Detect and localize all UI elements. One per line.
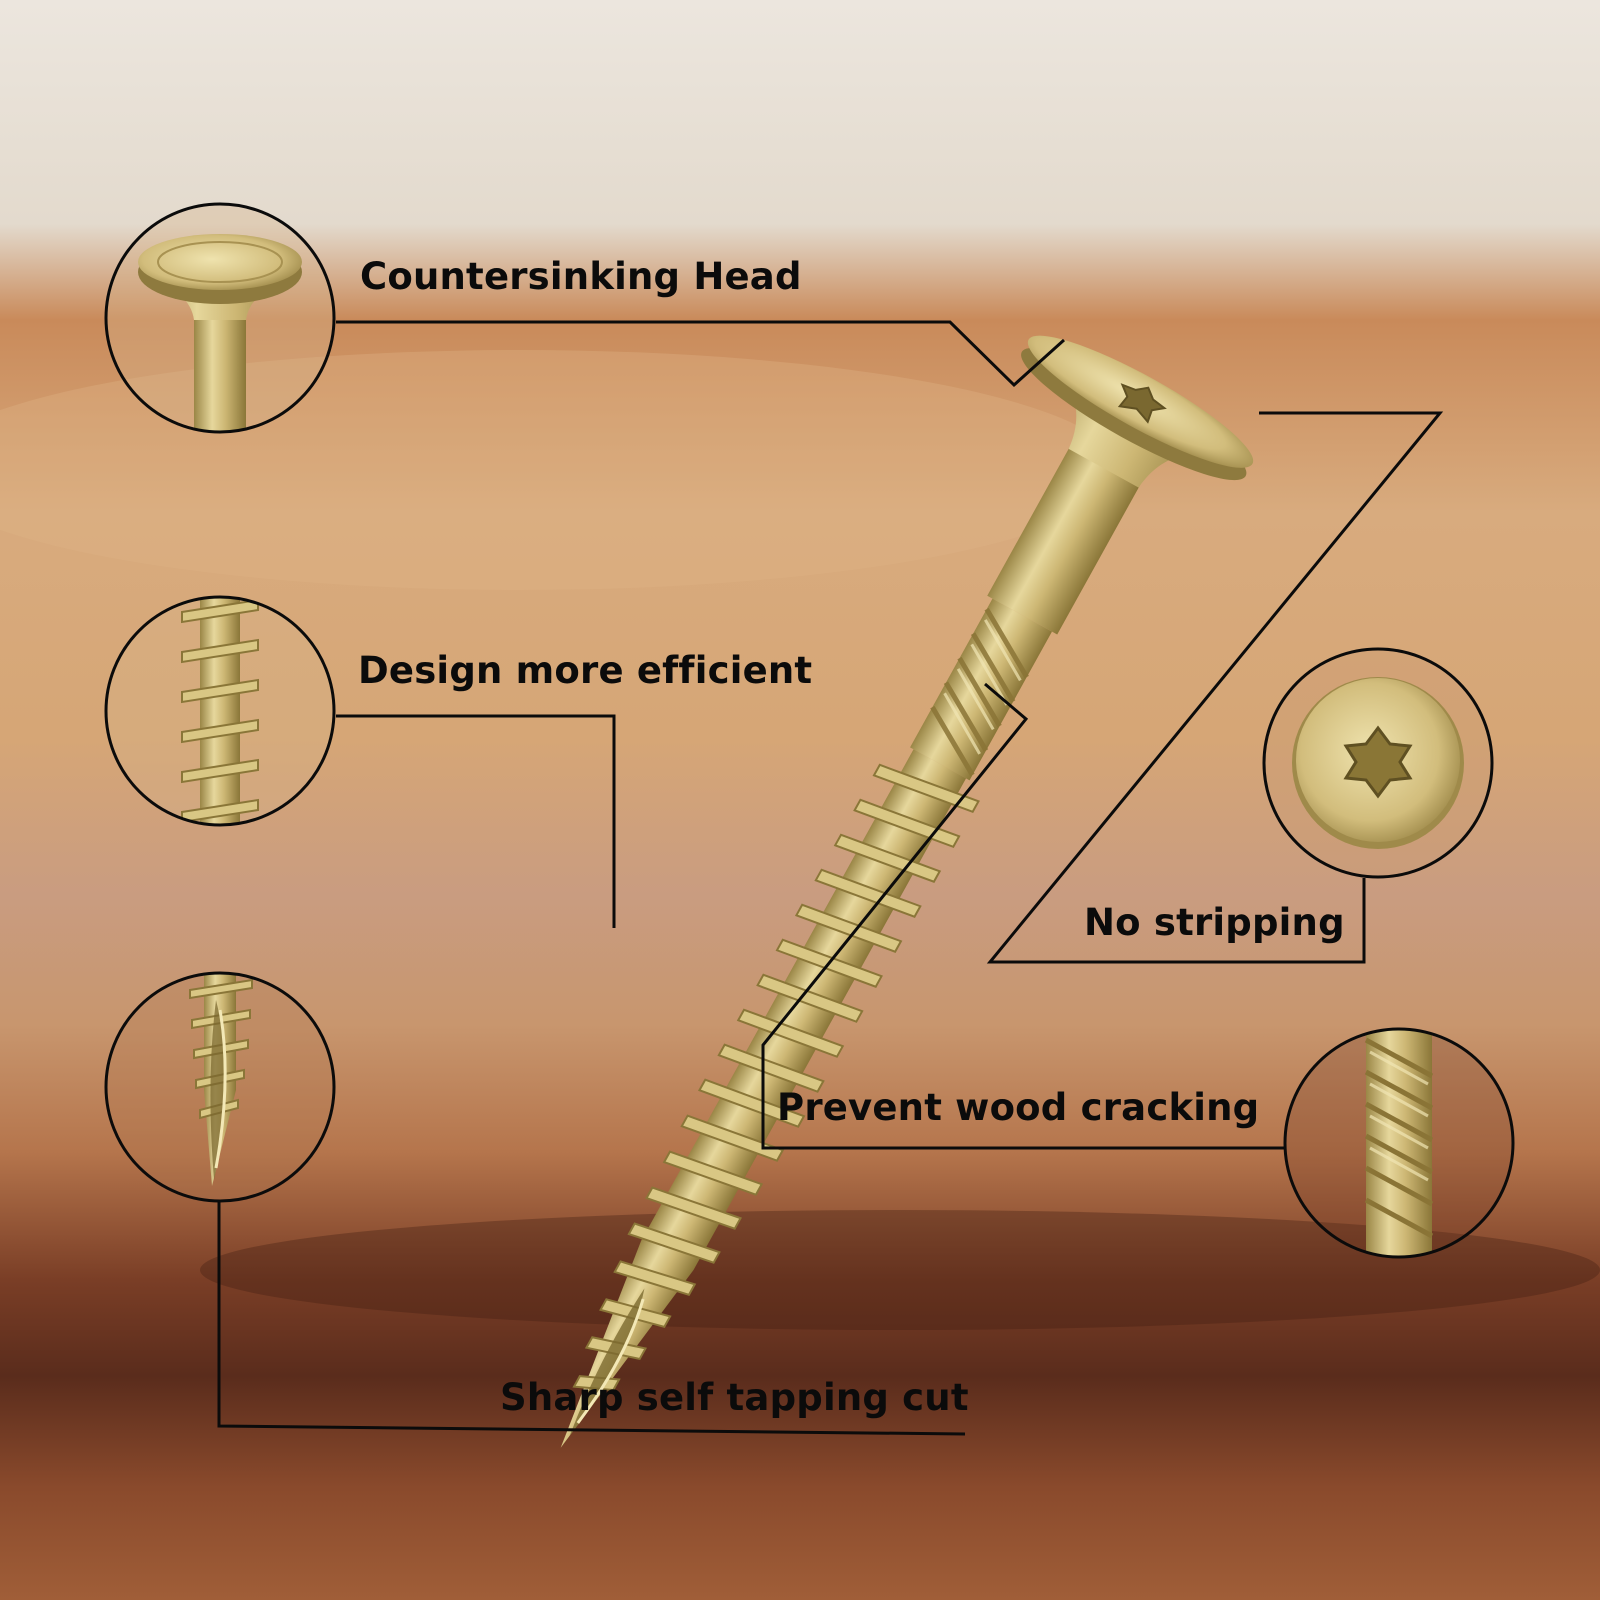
leader-crack (761, 682, 1284, 1150)
thread-icon (200, 597, 240, 825)
screw-cutter-zone (910, 598, 1052, 781)
background-blur-highlight (0, 350, 1120, 590)
leader-strip (986, 411, 1444, 964)
screw-threads (572, 763, 980, 1392)
label-no-stripping: No stripping (1084, 901, 1345, 944)
label-prevent-wood-cracking: Prevent wood cracking (777, 1086, 1260, 1129)
leader-design (336, 714, 616, 928)
detail-circle-design (104, 595, 336, 827)
detail-circle-torx (1262, 647, 1494, 879)
torx-recess (1117, 383, 1167, 424)
cutter-grooves (930, 607, 1029, 777)
label-countersinking-head: Countersinking Head (360, 255, 802, 298)
label-design-more-efficient: Design more efficient (358, 649, 813, 692)
leader-head (336, 320, 1066, 388)
detail-circle-tip (104, 971, 336, 1203)
background-blur-shadow (200, 1210, 1600, 1330)
countersink-head-icon (194, 300, 246, 432)
detail-circle-head (104, 202, 336, 434)
screw-tip-slot (569, 1288, 645, 1436)
label-sharp-self-tapping-cut: Sharp self tapping cut (500, 1376, 969, 1419)
leader-sharp (217, 1202, 966, 1436)
detail-circle-cutter (1283, 1027, 1515, 1259)
leader-lines (217, 320, 1444, 1436)
torx-drive-icon (1343, 725, 1413, 799)
